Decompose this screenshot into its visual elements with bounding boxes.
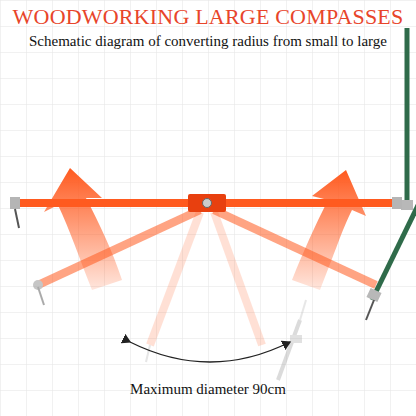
title: WOODWORKING LARGE COMPASSES xyxy=(0,4,416,30)
extension-rod xyxy=(405,28,410,210)
closed-legs xyxy=(146,212,262,362)
subtitle: Schematic diagram of converting radius f… xyxy=(0,33,416,50)
clamp xyxy=(401,200,413,210)
dimension-arc xyxy=(130,342,290,362)
pencil-leg-faded xyxy=(278,300,306,380)
dimension-label: Maximum diameter 90cm xyxy=(0,381,416,398)
compass-beam xyxy=(10,194,402,228)
swing-arrow xyxy=(44,168,122,290)
extension-rod xyxy=(372,160,416,300)
swing-arrow xyxy=(292,170,366,290)
